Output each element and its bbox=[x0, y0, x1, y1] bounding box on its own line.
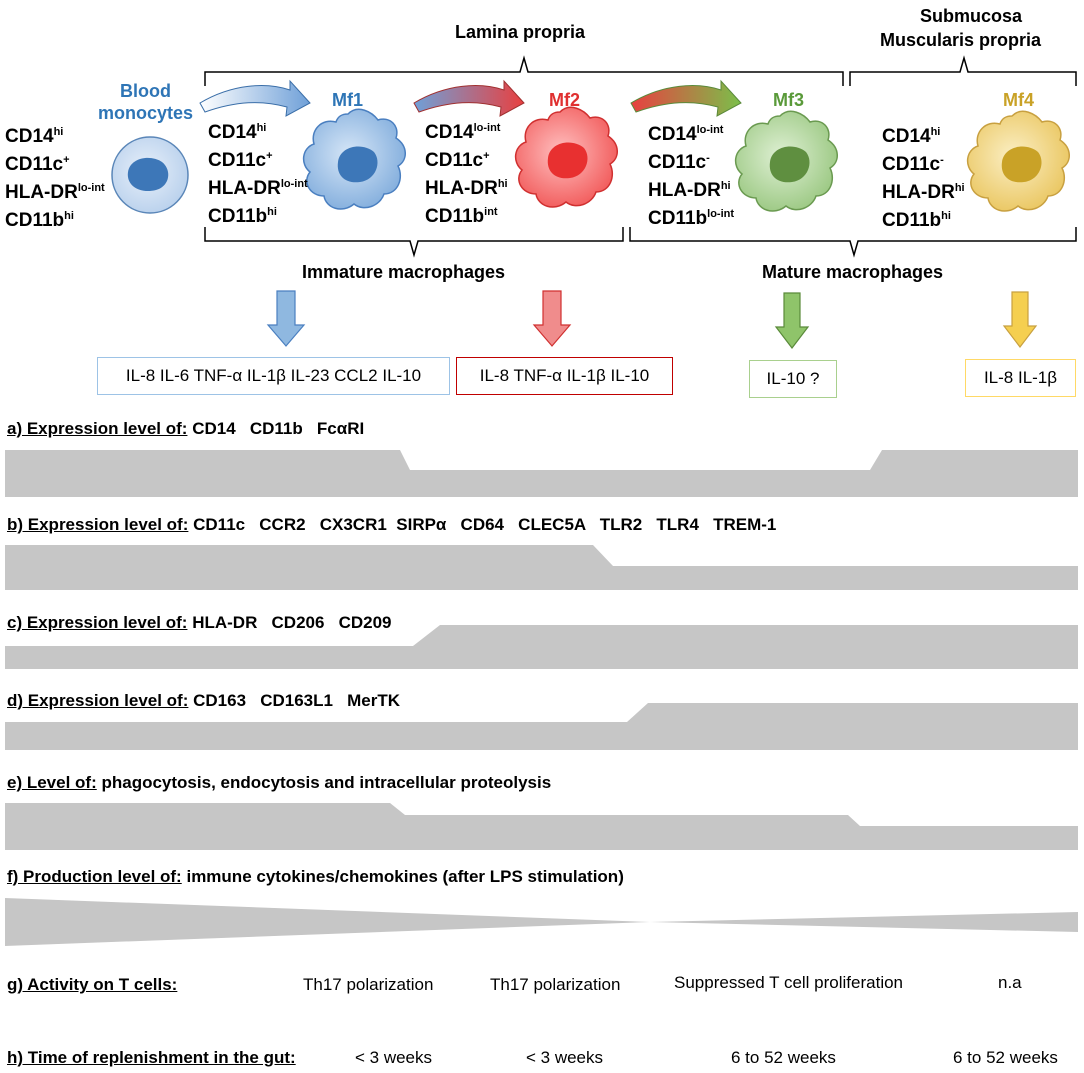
arrow-mf1-to-mf2 bbox=[413, 79, 525, 117]
row-g-mf2: Th17 polarization bbox=[490, 975, 621, 994]
mf2-cytokine-box: IL-8 TNF-α IL-1β IL-10 bbox=[456, 357, 673, 395]
arrow-blood-to-mf1 bbox=[199, 79, 311, 117]
row-e-label: e) Level of: phagocytosis, endocytosis a… bbox=[7, 773, 551, 793]
mf3-markers: CD14lo-int CD11c- HLA-DRhi CD11blo-int bbox=[648, 124, 734, 236]
marker-line: HLA-DRhi bbox=[648, 180, 731, 201]
row-d-title: d) Expression level of: bbox=[7, 691, 189, 710]
muscularis-label: Muscularis propria bbox=[880, 30, 1042, 50]
lamina-propria-brace bbox=[204, 55, 844, 86]
band-a bbox=[5, 450, 1078, 497]
band-e bbox=[5, 803, 1078, 850]
mf3-cell-icon bbox=[734, 110, 838, 212]
row-g-mf4: n.a bbox=[998, 973, 1022, 992]
row-f-title: f) Production level of: bbox=[7, 867, 182, 886]
row-h-mf1: < 3 weeks bbox=[355, 1048, 433, 1067]
mf3-label: Mf3 bbox=[773, 90, 804, 110]
marker-line: CD11blo-int bbox=[648, 208, 735, 229]
row-a-label: a) Expression level of: CD14 CD11b FcαRI bbox=[7, 419, 364, 439]
mf1-label: Mf1 bbox=[332, 90, 363, 110]
marker-line: CD11bhi bbox=[208, 206, 277, 227]
row-d-items: CD163 CD163L1 MerTK bbox=[193, 691, 401, 710]
blood-label-line1: Blood bbox=[120, 81, 172, 101]
blood-monocytes-label: Blood monocytes bbox=[98, 80, 193, 124]
marker-line: CD14hi bbox=[882, 126, 941, 147]
mf4-cell-icon bbox=[966, 110, 1070, 212]
marker-line: HLA-DRhi bbox=[425, 178, 508, 199]
immature-macrophages-label: Immature macrophages bbox=[302, 262, 506, 282]
marker-line: CD14hi bbox=[208, 122, 267, 143]
mf4-markers: CD14hi CD11c- HLA-DRhi CD11bhi bbox=[882, 126, 965, 238]
marker-line: CD14hi bbox=[5, 126, 64, 147]
row-g-title: g) Activity on T cells: bbox=[7, 975, 178, 994]
mf2-markers: CD14lo-int CD11c+ HLA-DRhi CD11bint bbox=[425, 122, 508, 234]
mf4-label: Mf4 bbox=[1003, 90, 1034, 110]
marker-line: CD11c- bbox=[648, 152, 710, 173]
submucosa-brace bbox=[849, 55, 1077, 86]
marker-line: HLA-DRhi bbox=[882, 182, 965, 203]
arrow-mf2-to-mf3 bbox=[630, 79, 742, 117]
submucosa-label: Submucosa bbox=[920, 6, 1023, 26]
marker-line: CD11c- bbox=[882, 154, 944, 175]
row-c-label: c) Expression level of: HLA-DR CD206 CD2… bbox=[7, 613, 392, 633]
marker-line: CD11bhi bbox=[5, 210, 74, 231]
row-c-items: HLA-DR CD206 CD209 bbox=[192, 613, 392, 632]
marker-line: CD11c+ bbox=[5, 154, 70, 175]
mf2-label: Mf2 bbox=[549, 90, 580, 110]
mf1-cell-icon bbox=[302, 108, 406, 210]
down-arrow-mf3 bbox=[774, 292, 810, 349]
marker-line: HLA-DRlo-int bbox=[208, 178, 308, 199]
marker-line: CD11bint bbox=[425, 206, 498, 227]
row-h-mf2: < 3 weeks bbox=[526, 1048, 604, 1067]
blood-label-line2: monocytes bbox=[98, 103, 194, 123]
band-d bbox=[5, 703, 1078, 750]
mf1-cytokine-box: IL-8 IL-6 TNF-α IL-1β IL-23 CCL2 IL-10 bbox=[97, 357, 450, 395]
mf3-cytokine-box: IL-10 ? bbox=[749, 360, 837, 398]
mature-brace bbox=[629, 227, 1077, 258]
row-f-label: f) Production level of: immune cytokines… bbox=[7, 867, 624, 887]
marker-line: CD14lo-int bbox=[648, 124, 724, 145]
row-b-items: CD11c CCR2 CX3CR1 SIRPα CD64 CLEC5A TLR2… bbox=[193, 515, 777, 534]
row-g-mf3: Suppressed T cell proliferation bbox=[674, 973, 904, 992]
down-arrow-mf4 bbox=[1002, 291, 1038, 348]
blood-monocyte-cell-icon bbox=[111, 136, 189, 214]
marker-line: CD11c+ bbox=[208, 150, 273, 171]
mf2-cell-icon bbox=[514, 106, 618, 208]
lamina-propria-label: Lamina propria bbox=[455, 22, 586, 42]
row-e-title: e) Level of: bbox=[7, 773, 97, 792]
row-h-label: h) Time of replenishment in the gut: bbox=[7, 1048, 296, 1068]
down-arrow-mf1 bbox=[266, 290, 306, 347]
row-e-items: phagocytosis, endocytosis and intracellu… bbox=[101, 773, 552, 792]
marker-line: CD11bhi bbox=[882, 210, 951, 231]
row-d-label: d) Expression level of: CD163 CD163L1 Me… bbox=[7, 691, 400, 711]
row-h-mf4: 6 to 52 weeks bbox=[953, 1048, 1058, 1067]
mf1-markers: CD14hi CD11c+ HLA-DRlo-int CD11bhi bbox=[208, 122, 308, 234]
row-g-mf1: Th17 polarization bbox=[303, 975, 434, 994]
marker-line: HLA-DRlo-int bbox=[5, 182, 105, 203]
down-arrow-mf2 bbox=[532, 290, 572, 347]
band-b bbox=[5, 545, 1078, 590]
row-a-items: CD14 CD11b FcαRI bbox=[192, 419, 365, 438]
mature-macrophages-label: Mature macrophages bbox=[762, 262, 944, 282]
marker-line: CD11c+ bbox=[425, 150, 490, 171]
row-f-items: immune cytokines/chemokines (after LPS s… bbox=[186, 867, 624, 886]
row-a-title: a) Expression level of: bbox=[7, 419, 188, 438]
row-h-mf3: 6 to 52 weeks bbox=[731, 1048, 836, 1067]
row-b-title: b) Expression level of: bbox=[7, 515, 189, 534]
marker-line: CD14lo-int bbox=[425, 122, 501, 143]
blood-markers: CD14hi CD11c+ HLA-DRlo-int CD11bhi bbox=[5, 126, 105, 238]
immature-brace bbox=[204, 227, 624, 258]
row-g-label: g) Activity on T cells: bbox=[7, 975, 177, 995]
mf4-cytokine-box: IL-8 IL-1β bbox=[965, 359, 1076, 397]
row-c-title: c) Expression level of: bbox=[7, 613, 188, 632]
band-f bbox=[5, 898, 1078, 946]
row-b-label: b) Expression level of: CD11c CCR2 CX3CR… bbox=[7, 515, 776, 535]
row-h-title: h) Time of replenishment in the gut: bbox=[7, 1048, 296, 1067]
band-c bbox=[5, 625, 1078, 669]
